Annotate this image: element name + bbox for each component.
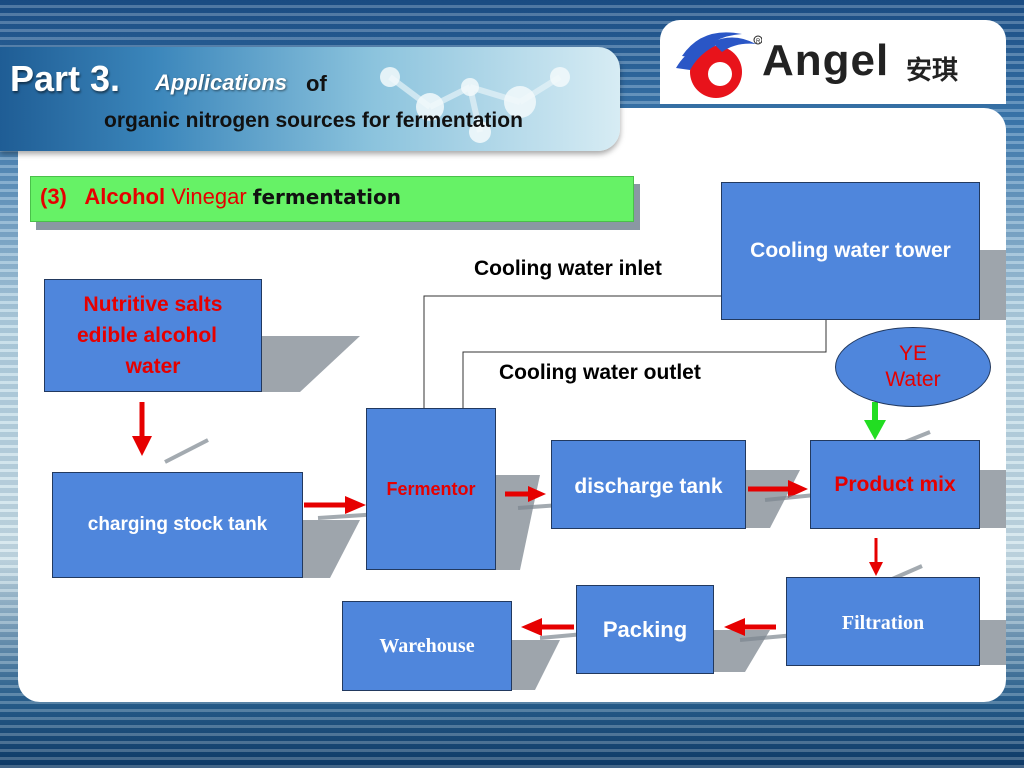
discharge-tank-box: discharge tank — [551, 440, 746, 529]
section-vinegar: Vinegar — [171, 184, 247, 209]
discharge-tank-label: discharge tank — [574, 475, 723, 498]
fermentor-box: Fermentor — [366, 408, 496, 570]
part-title: Part 3. — [10, 58, 121, 99]
water-label: Water — [885, 368, 941, 391]
angel-logo-icon: R — [676, 32, 762, 98]
of-label: of — [306, 71, 327, 96]
cooling-water-tower-label: Cooling water tower — [750, 239, 951, 262]
shadow-productmix — [979, 470, 1006, 528]
cooling-inlet-label: Cooling water inlet — [474, 257, 662, 280]
filtration-box: Filtration — [786, 577, 980, 666]
molecule-decoration — [380, 67, 570, 143]
section-alcohol: Alcohol — [84, 184, 166, 209]
cooling-water-tower-box: Cooling water tower — [721, 182, 980, 320]
filtration-label: Filtration — [841, 612, 925, 634]
nutritive-line-3: water — [125, 355, 181, 378]
section-header-bar — [30, 176, 634, 222]
nutritive-line-1: Nutritive salts — [83, 293, 223, 316]
applications-label: Applications — [155, 70, 288, 95]
warehouse-label: Warehouse — [379, 634, 475, 657]
title-banner — [0, 47, 620, 151]
ye-label: YE — [898, 342, 927, 365]
brand-name-cn: 安琪 — [906, 56, 959, 86]
charging-stock-tank-label: charging stock tank — [87, 514, 268, 535]
brand-name: Angel — [762, 36, 890, 85]
section-heading: (3) Alcohol Vinegar fermentation — [40, 184, 401, 210]
packing-label: Packing — [602, 617, 688, 642]
ye-water-ellipse: YE Water — [835, 327, 991, 407]
nutritive-inputs-box: Nutritive salts edible alcohol water — [44, 279, 262, 392]
section-number: (3) — [40, 184, 67, 209]
shadow-warehouse — [511, 640, 560, 690]
cooling-outlet-label: Cooling water outlet — [499, 361, 701, 384]
shadow-nutritive — [262, 336, 360, 392]
shadow-charging — [302, 520, 360, 578]
slide-subtitle: organic nitrogen sources for fermentatio… — [104, 109, 523, 132]
warehouse-box: Warehouse — [342, 601, 512, 691]
cooling-inlet-line — [423, 295, 722, 408]
charging-stock-tank-box: charging stock tank — [52, 472, 303, 578]
shadow-tower — [979, 250, 1006, 320]
registered-mark: R — [756, 39, 761, 45]
product-mix-box: Product mix — [810, 440, 980, 529]
packing-box: Packing — [576, 585, 714, 674]
fermentor-label: Fermentor — [386, 478, 476, 499]
section-fermentation: fermentation — [252, 185, 402, 209]
shadow-filtration — [979, 620, 1006, 665]
cooling-outlet-line — [462, 319, 827, 408]
nutritive-line-2: edible alcohol — [76, 324, 218, 347]
product-mix-label: Product mix — [834, 473, 956, 496]
